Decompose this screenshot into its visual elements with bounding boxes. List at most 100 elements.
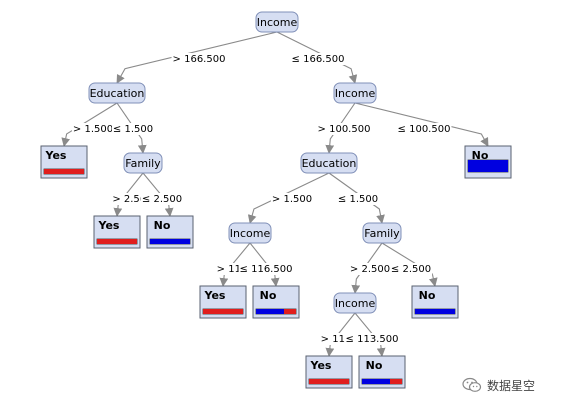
edge-label-n1-n3: ≤ 166.500 <box>292 54 345 65</box>
split-node-box <box>123 152 163 174</box>
wechat-icon <box>462 377 482 392</box>
bar-yes-segment <box>97 239 137 244</box>
edge-n5-n6 <box>247 172 330 224</box>
edge-n3-l2 <box>354 102 489 147</box>
edge-n7-l7 <box>381 242 438 287</box>
split-node-family[interactable]: Family <box>362 222 402 244</box>
edge-n1-n2 <box>116 31 278 84</box>
edge-label-bg-n8-l8 <box>319 333 353 345</box>
edge-label-bg-n5-n7 <box>336 193 380 205</box>
watermark: 数据星空 <box>462 374 535 396</box>
leaf-node-no[interactable]: No <box>358 355 406 389</box>
split-node-label: Family <box>125 157 161 170</box>
edge-n1-n3 <box>276 31 358 84</box>
leaf-node-label: No <box>419 289 436 302</box>
edge-label-bg-n1-n2 <box>171 53 227 65</box>
edge-n5-n7 <box>328 172 385 224</box>
bar-yes-segment <box>309 379 349 384</box>
leaf-node-yes[interactable]: Yes <box>199 285 247 319</box>
split-node-income[interactable]: Income <box>228 222 272 244</box>
leaf-node-label: Yes <box>310 359 332 372</box>
edge-label-n8-l9: ≤ 113.500 <box>346 334 399 345</box>
bar-no-segment <box>362 379 390 384</box>
bar-yes-segment <box>203 309 243 314</box>
leaf-node-label: No <box>472 149 489 162</box>
edge-label-n6-l6: ≤ 116.500 <box>240 264 293 275</box>
split-node-label: Education <box>90 87 145 100</box>
edges-layer <box>61 31 489 357</box>
split-node-box <box>333 292 377 314</box>
split-node-label: Income <box>230 227 271 240</box>
leaf-node-label: No <box>154 219 171 232</box>
bar-yes-segment <box>44 169 84 174</box>
split-node-label: Family <box>364 227 400 240</box>
edge-n2-l1 <box>61 102 118 147</box>
edge-label-n7-n8: > 2.500 <box>350 264 390 275</box>
edge-label-bg-n4-l3 <box>111 193 145 205</box>
split-node-education[interactable]: Education <box>300 152 358 174</box>
leaf-node-no[interactable]: No <box>146 215 194 249</box>
leaf-node-label: Yes <box>98 219 120 232</box>
split-node-box <box>88 82 146 104</box>
edge-n3-n5 <box>325 102 356 154</box>
leaf-node-no[interactable]: No <box>464 145 512 179</box>
leaf-node-label: Yes <box>45 149 67 162</box>
bar-no-segment <box>415 309 455 314</box>
edge-label-bg-n2-l1 <box>71 123 115 135</box>
edge-label-n3-l2: ≤ 100.500 <box>398 124 451 135</box>
edge-label-n3-n5: > 100.500 <box>318 124 371 135</box>
split-node-income[interactable]: Income <box>255 11 299 33</box>
edge-label-n2-n4: ≤ 1.500 <box>113 124 153 135</box>
split-node-box <box>255 11 299 33</box>
edge-label-bg-n5-n6 <box>270 193 314 205</box>
edge-label-bg-n3-n5 <box>316 123 372 135</box>
bar-no-segment <box>150 239 190 244</box>
edge-label-bg-n7-n8 <box>348 263 392 275</box>
bar-no-segment <box>256 309 284 314</box>
edge-label-n7-l7: ≤ 2.500 <box>391 264 431 275</box>
leaf-node-no[interactable]: No <box>411 285 459 319</box>
leaf-node-yes[interactable]: Yes <box>305 355 353 389</box>
split-node-income[interactable]: Income <box>333 82 377 104</box>
edge-label-n5-n6: > 1.500 <box>272 194 312 205</box>
split-node-label: Income <box>335 87 376 100</box>
watermark-text: 数据星空 <box>487 378 536 393</box>
split-node-box <box>300 152 358 174</box>
edge-label-n6-l5: > 116 <box>217 264 248 275</box>
bar-yes-segment <box>390 379 402 384</box>
leaf-node-no[interactable]: No <box>252 285 300 319</box>
split-node-label: Income <box>257 16 298 29</box>
edge-label-n1-n2: > 166.500 <box>173 54 226 65</box>
bar-no-segment <box>468 160 508 172</box>
edge-label-n8-l8: > 113 <box>321 334 352 345</box>
edge-n7-n8 <box>351 242 383 294</box>
leaf-node-yes[interactable]: Yes <box>40 145 88 179</box>
edge-label-bg-n7-l7 <box>389 263 433 275</box>
edge-labels-layer: > 166.500≤ 166.500> 1.500≤ 1.500> 100.50… <box>71 53 452 345</box>
bar-yes-segment <box>284 309 296 314</box>
edge-label-n2-l1: > 1.500 <box>73 124 113 135</box>
edge-label-n5-n7: ≤ 1.500 <box>338 194 378 205</box>
leaf-node-label: Yes <box>204 289 226 302</box>
leaf-node-label: No <box>260 289 277 302</box>
split-node-label: Education <box>302 157 357 170</box>
edge-n2-n4 <box>116 102 147 154</box>
split-node-box <box>333 82 377 104</box>
split-node-box <box>228 222 272 244</box>
leaf-node-yes[interactable]: Yes <box>93 215 141 249</box>
edge-label-bg-n4-l4 <box>140 193 184 205</box>
split-node-box <box>362 222 402 244</box>
split-node-education[interactable]: Education <box>88 82 146 104</box>
edge-label-n4-l4: ≤ 2.500 <box>142 194 182 205</box>
edge-label-bg-n3-l2 <box>396 123 452 135</box>
edge-label-bg-n2-n4 <box>111 123 155 135</box>
split-node-label: Income <box>335 297 376 310</box>
split-node-income[interactable]: Income <box>333 292 377 314</box>
edge-label-bg-n6-l6 <box>238 263 294 275</box>
split-node-family[interactable]: Family <box>123 152 163 174</box>
edge-label-bg-n8-l9 <box>344 333 400 345</box>
edge-label-bg-n1-n3 <box>290 53 346 65</box>
leaf-node-label: No <box>366 359 383 372</box>
